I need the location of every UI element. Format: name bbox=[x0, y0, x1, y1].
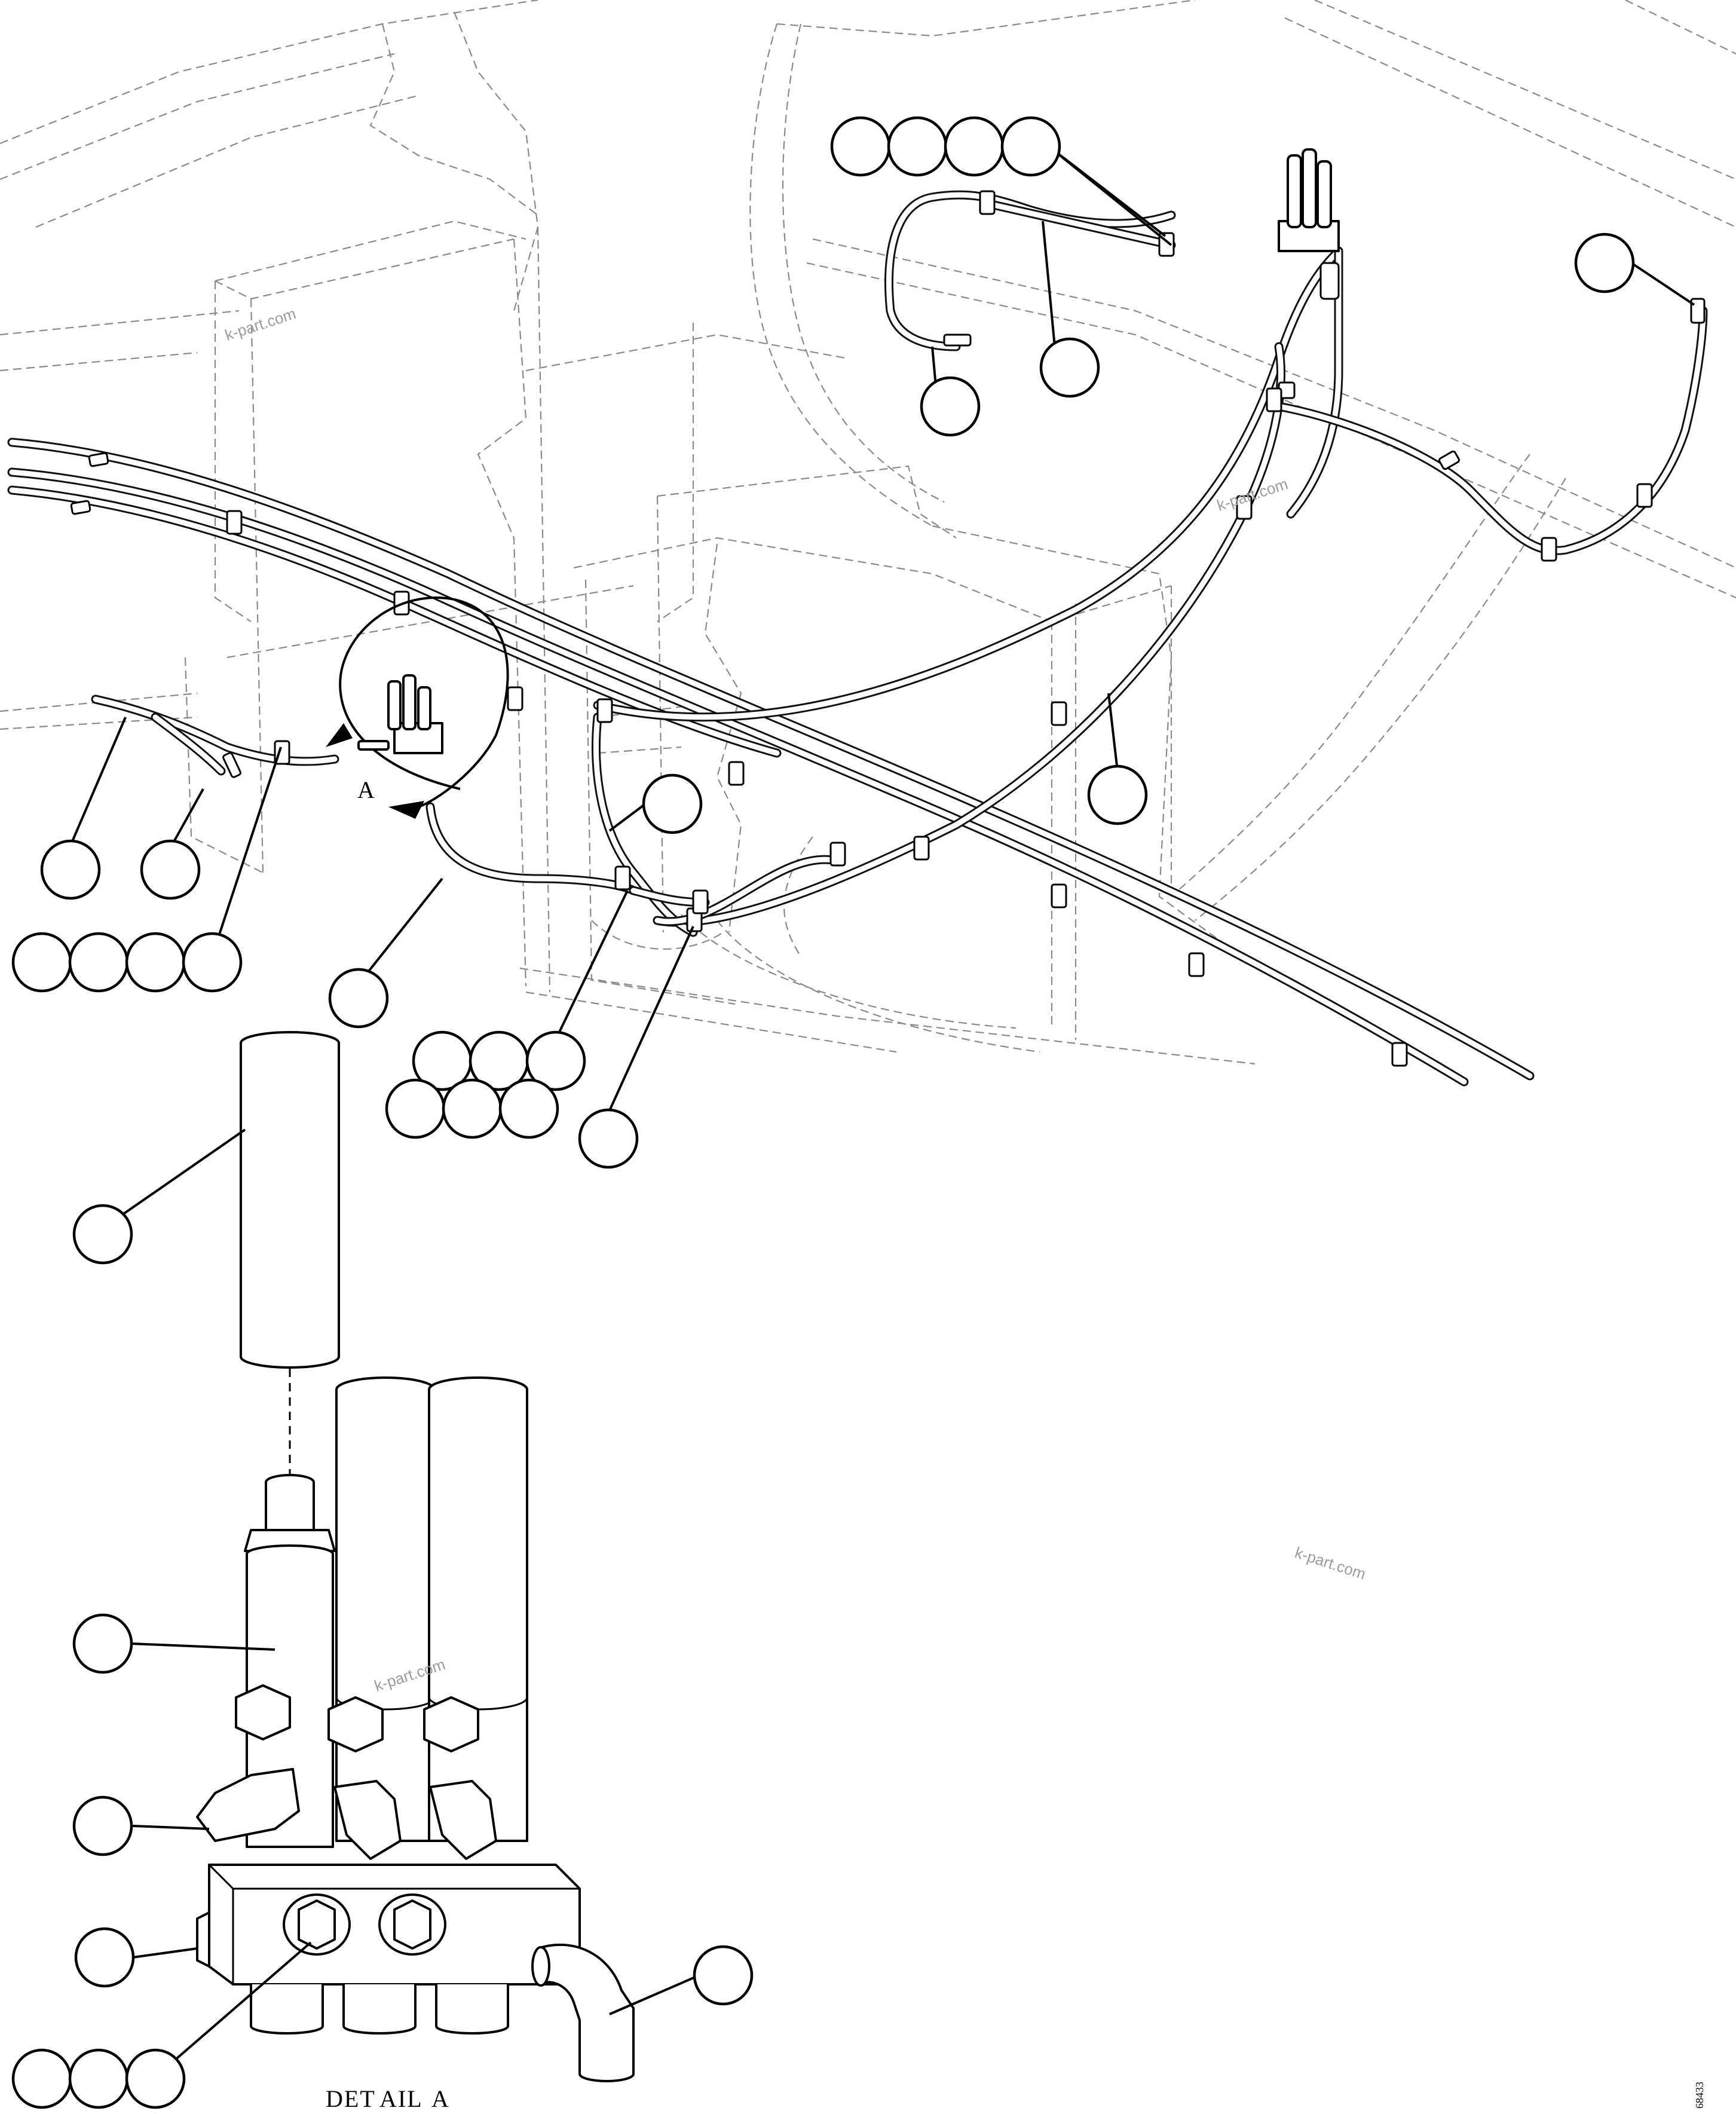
hose-clamps bbox=[226, 190, 1653, 1067]
callout-bubble bbox=[72, 1204, 133, 1265]
callout-bubble bbox=[1000, 116, 1061, 177]
callout-bubble bbox=[498, 1078, 559, 1139]
watermark-text: k-part.com bbox=[1293, 1543, 1368, 1583]
callout-bubble bbox=[442, 1078, 503, 1139]
view-a-marker: A bbox=[326, 596, 509, 819]
callout-bubble bbox=[72, 1613, 133, 1674]
callout-bubble bbox=[693, 1945, 754, 2006]
callout-bubble bbox=[830, 116, 891, 177]
callout-bubble bbox=[182, 932, 243, 993]
callout-bubble bbox=[1574, 232, 1635, 293]
callout-bubble bbox=[11, 2048, 72, 2109]
callout-bubble bbox=[11, 932, 72, 993]
detail-caption-1: DET bbox=[326, 2085, 376, 2112]
detail-a-valve: DET AIL A bbox=[196, 1031, 635, 2112]
callout-bubble bbox=[68, 2048, 129, 2109]
callout-bubble bbox=[140, 839, 201, 900]
callout-bubble bbox=[125, 2048, 186, 2109]
watermark-text: k-part.com bbox=[223, 304, 298, 344]
callout-bubble bbox=[578, 1108, 639, 1169]
watermark-text: k-part.com bbox=[1215, 475, 1290, 514]
callout-bubble bbox=[72, 1795, 133, 1856]
callout-bubble bbox=[40, 839, 101, 900]
view-arrow-icon bbox=[326, 723, 353, 747]
callout-bubble bbox=[74, 1927, 135, 1988]
callout-bubble bbox=[920, 376, 981, 437]
callout-bubble bbox=[642, 773, 703, 834]
detail-caption-2: AIL bbox=[379, 2085, 423, 2112]
lube-manifold-top bbox=[1278, 148, 1340, 252]
figure-number: 68433 bbox=[1694, 2082, 1706, 2109]
hose-assembly bbox=[7, 190, 1708, 1087]
view-arrow-icon-2 bbox=[388, 801, 424, 819]
callout-bubbles bbox=[11, 116, 1635, 2109]
callout-bubble bbox=[68, 932, 129, 993]
callout-bubble bbox=[1039, 337, 1100, 398]
callout-bubble bbox=[525, 1030, 586, 1091]
detail-caption-3: A bbox=[431, 2085, 450, 2112]
callout-bubble bbox=[1087, 764, 1148, 825]
callout-bubble bbox=[887, 116, 948, 177]
callout-bubble bbox=[385, 1078, 446, 1139]
callout-bubble bbox=[328, 968, 389, 1029]
callout-bubble bbox=[125, 932, 186, 993]
callout-bubble bbox=[944, 116, 1005, 177]
view-a-label: A bbox=[357, 776, 375, 803]
leader-lines bbox=[71, 145, 1695, 2078]
